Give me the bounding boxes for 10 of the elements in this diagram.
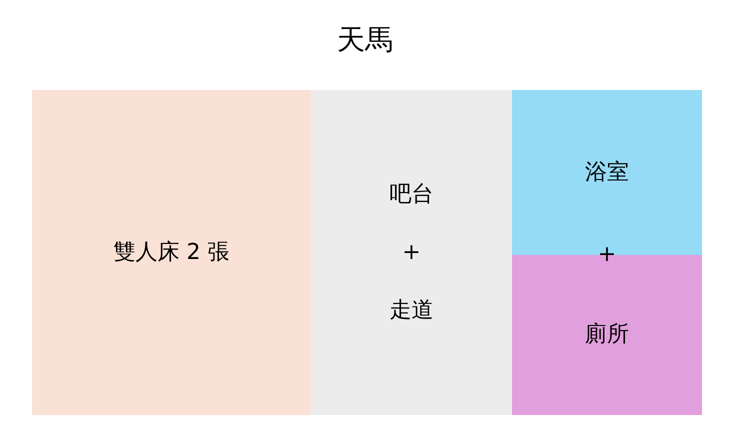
room-label: 走道 (390, 296, 434, 324)
room-label: 浴室 (585, 158, 629, 186)
title: 天馬 (336, 22, 394, 58)
room-label: + (402, 238, 421, 266)
room-label: 雙人床 2 張 (114, 238, 230, 266)
room-label: 廁所 (585, 321, 629, 349)
room-label: 吧台 (390, 180, 434, 208)
room-area (32, 90, 311, 415)
room-area (311, 90, 512, 415)
plus-label: + (596, 242, 618, 268)
